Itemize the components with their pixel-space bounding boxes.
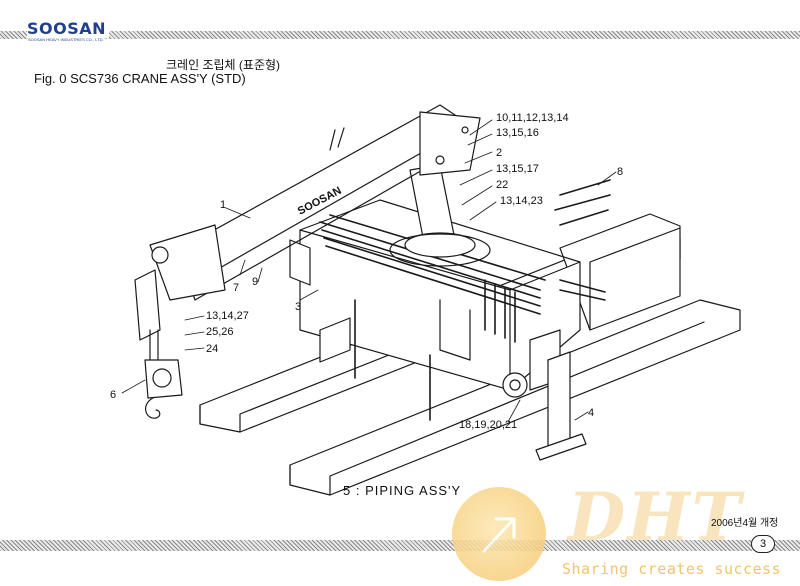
- crane-column: [389, 164, 491, 267]
- callout-13-15-17: 13,15,17: [496, 163, 539, 175]
- section-label: 5 : PIPING ASS'Y: [343, 483, 462, 498]
- callout-24: 24: [206, 343, 218, 355]
- revision-date: 2006년4월 개정: [711, 518, 779, 529]
- watermark-letters: DHT: [568, 478, 743, 556]
- arrow-up-right-icon: [482, 517, 516, 553]
- callout-25-26: 25,26: [206, 326, 234, 338]
- callout-22: 22: [496, 179, 508, 191]
- callout-6: 6: [110, 389, 116, 401]
- title-korean: 크레인 조립체 (표준형): [166, 58, 281, 72]
- callout-2: 2: [496, 147, 502, 159]
- callout-4: 4: [588, 407, 594, 419]
- page-number: 3: [751, 535, 775, 553]
- soosan-logo: SOOSAN: [27, 19, 110, 38]
- callout-10-11-12-13-14: 10,11,12,13,14: [496, 112, 569, 124]
- watermark-slogan: Sharing creates success: [562, 560, 782, 578]
- leader-lines: [121, 119, 617, 423]
- callout-1: 1: [220, 199, 226, 211]
- callout-13-14-23: 13,14,23: [500, 195, 543, 207]
- callout-7: 7: [233, 282, 239, 294]
- outrigger-legs: [289, 239, 587, 461]
- crane-base-body: [299, 199, 581, 398]
- callout-8: 8: [617, 166, 623, 178]
- callout-13-14-27: 13,14,27: [206, 310, 249, 322]
- hook-block: [144, 329, 183, 419]
- callout-18-19-20-21: 18,19,20,21: [459, 419, 517, 431]
- boom-tip: [134, 224, 226, 341]
- footer-hatch-band: [0, 540, 800, 551]
- watermark-arrow-icon: [452, 487, 546, 581]
- logo-subtext: SOOSAN HEAVY INDUSTRIES CO., LTD.: [28, 37, 104, 42]
- callout-9: 9: [252, 276, 258, 288]
- header-hatch-band: [0, 31, 800, 39]
- callout-13-15-16: 13,15,16: [496, 127, 539, 139]
- callout-3: 3: [295, 301, 301, 313]
- title-english: Fig. 0 SCS736 CRANE ASS'Y (STD): [34, 71, 246, 86]
- callout-labels: 10,11,12,13,14 13,15,16 2 13,15,17 22 13…: [110, 112, 623, 431]
